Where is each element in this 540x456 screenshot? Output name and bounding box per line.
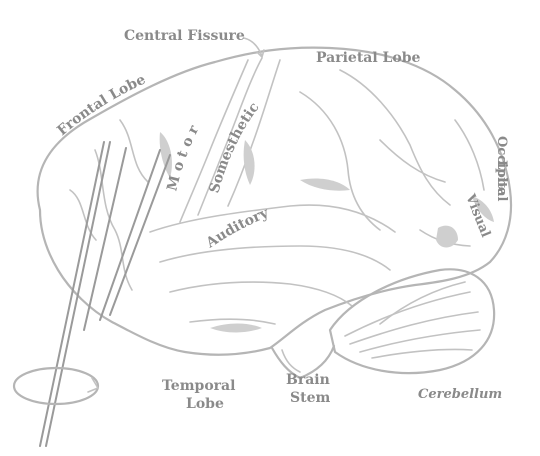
cerebellum-shape — [328, 268, 496, 375]
label-temporal-lobe: Lobe — [186, 396, 224, 412]
label-cerebellum: Cerebellum — [418, 387, 502, 402]
electrode-probe-icon — [39, 141, 171, 447]
sulci-lines — [69, 57, 485, 325]
label-stem: Stem — [290, 390, 330, 406]
label-temporal: Temporal — [162, 378, 235, 394]
label-auditory: Auditory — [203, 205, 272, 252]
brain-outline — [36, 46, 513, 356]
label-parietal-lobe: Parietal Lobe — [316, 50, 421, 66]
label-brain: Brain — [286, 372, 330, 388]
label-frontal-lobe: Frontal Lobe — [54, 72, 148, 139]
brain-stem-shape — [270, 344, 336, 380]
label-occipital-lobe: Lobe — [494, 160, 509, 195]
label-central-fissure: Central Fissure — [124, 28, 245, 44]
circular-arrow-icon — [12, 366, 100, 406]
label-occipital: Occipital — [494, 136, 509, 202]
central-fissure-pointer — [243, 37, 265, 58]
shaded-areas — [159, 132, 494, 333]
label-somesthetic: Somesthetic — [206, 100, 262, 195]
